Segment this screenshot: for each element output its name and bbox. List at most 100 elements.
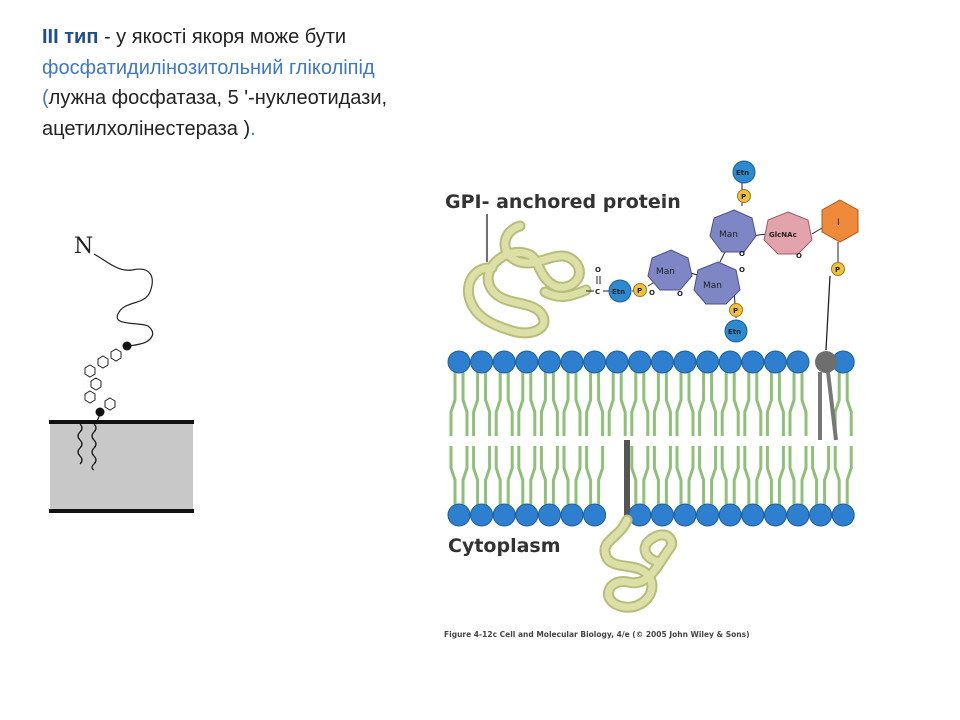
anchor-link (95, 413, 101, 425)
upper-tail (687, 372, 695, 436)
gpi-protein-coil-fill (465, 222, 590, 337)
upper-tail (630, 372, 638, 436)
mannose-3 (709, 209, 757, 253)
lower-tail (710, 446, 718, 506)
upper-lipid-head (605, 350, 629, 374)
upper-tail (743, 372, 751, 436)
upper-tail (642, 372, 650, 436)
upper-lipid-head (447, 350, 471, 374)
upper-lipid-head (560, 350, 584, 374)
lower-tail (765, 446, 773, 506)
phosphate-top-label: P (741, 193, 746, 201)
anchor-lipid-head (815, 351, 837, 373)
upper-tail (472, 372, 480, 436)
upper-lipid-head (673, 350, 697, 374)
examples-text: лужна фосфатаза, 5 '-нуклеотидази, ацети… (42, 87, 388, 140)
lower-tail (630, 446, 638, 506)
lower-tail (720, 446, 728, 506)
mannose-3-label: Man (719, 230, 738, 240)
chain-end-dot (122, 341, 132, 351)
lower-tail (642, 446, 650, 506)
lower-tail (574, 446, 582, 506)
phosphate-left (633, 283, 647, 297)
lower-tail (585, 446, 593, 506)
lower-lipid-head (628, 503, 652, 527)
upper-tail (574, 372, 582, 436)
upper-tail (732, 372, 740, 436)
upper-tail (494, 372, 502, 436)
upper-lipid-head (515, 350, 539, 374)
upper-lipid-head (537, 350, 561, 374)
phosphate-bottom-label: P (733, 307, 738, 315)
lower-lipid-head (696, 503, 720, 527)
lower-tail (845, 446, 853, 506)
upper-tail (449, 372, 457, 436)
upper-tail (461, 372, 469, 436)
lower-lipid-head (741, 503, 765, 527)
lower-tail (484, 446, 492, 506)
upper-lipid-heads (447, 350, 855, 374)
lower-tail (800, 446, 808, 506)
lower-tail (506, 446, 514, 506)
lower-tail (687, 446, 695, 506)
lower-tail (449, 446, 457, 506)
lower-lipid-head (515, 503, 539, 527)
upper-tail (675, 372, 683, 436)
upper-tail (777, 372, 785, 436)
upper-lipid-head (696, 350, 720, 374)
lower-tail (743, 446, 751, 506)
lower-lipid-head (492, 503, 516, 527)
phosphate-left-label: P (637, 287, 642, 295)
period: . (250, 117, 256, 140)
lower-tail (652, 446, 660, 506)
upper-tail (506, 372, 514, 436)
inositol-ring (821, 199, 859, 243)
lower-tail (529, 446, 537, 506)
lower-lipid-head (650, 503, 674, 527)
glcnac-label: GlcNAc (769, 231, 797, 239)
lower-lipid-head (583, 503, 607, 527)
upper-tail (529, 372, 537, 436)
upper-tail (607, 372, 615, 436)
upper-lipid-tails (449, 372, 853, 436)
inositol-label: I (837, 218, 840, 228)
phosphate-top (737, 189, 751, 203)
upper-tail (765, 372, 773, 436)
mannose-2 (693, 261, 741, 305)
lower-lipid-head (763, 503, 787, 527)
lipid-tail-right (91, 423, 97, 471)
anchor-stem (825, 275, 831, 351)
figure-caption: Figure 4-12c Cell and Molecular Biology,… (444, 630, 750, 639)
cytoplasmic-protein-fill (601, 516, 676, 611)
lower-tail (517, 446, 525, 506)
lower-tail (698, 446, 706, 506)
upper-tail (619, 372, 627, 436)
upper-tail (597, 372, 605, 436)
open-paren: ( (42, 87, 49, 109)
lower-lipid-head (537, 503, 561, 527)
oxygen-man1: O (677, 290, 683, 298)
phosphate-anchor (831, 262, 845, 276)
mannose-1-label: Man (656, 267, 675, 277)
mannose-1 (647, 249, 693, 291)
upper-tail (800, 372, 808, 436)
lower-tail (562, 446, 570, 506)
upper-tail (539, 372, 547, 436)
lower-lipid-head (809, 503, 833, 527)
upper-lipid-head (741, 350, 765, 374)
lower-tail (675, 446, 683, 506)
lower-tail (833, 446, 841, 506)
oxygen-man3: O (739, 250, 745, 258)
lower-tail (597, 446, 605, 506)
anchor-name: фосфатидилінозитольний гліколіпід (42, 56, 375, 79)
lower-lipid-head (447, 503, 471, 527)
membrane-block (50, 422, 193, 511)
lower-tail (494, 446, 502, 506)
etn-top-circle (732, 160, 756, 184)
upper-tail (720, 372, 728, 436)
upper-tail (517, 372, 525, 436)
lower-tail (732, 446, 740, 506)
transmembrane-rod (624, 440, 630, 520)
glcnac-sugar (763, 211, 813, 255)
oxygen-man2: O (739, 266, 745, 274)
